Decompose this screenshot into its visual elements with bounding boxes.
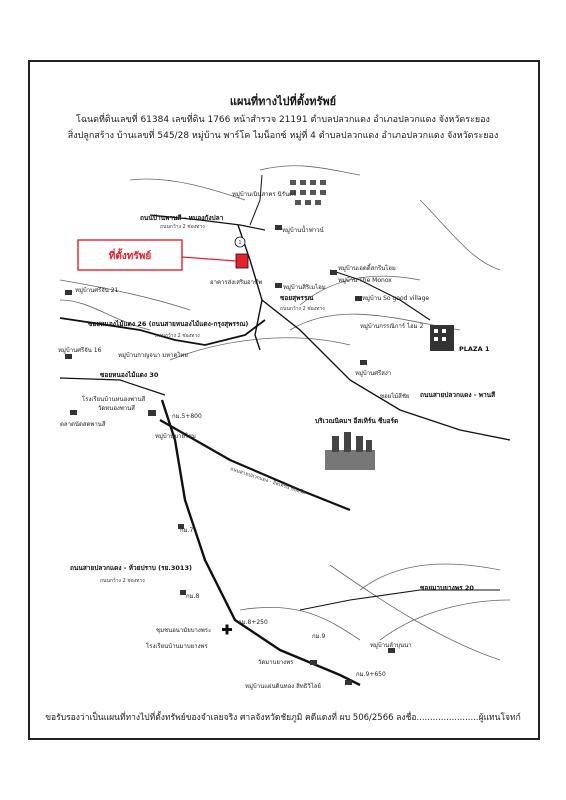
road-north	[249, 174, 263, 226]
label-km-9650: กม.9+650	[356, 671, 386, 678]
label-soi-nongmai: ซอยหนองไม้แดง 26 (ถนนสายหนองไม้แดง-กรุงส…	[88, 319, 248, 328]
label-rongrian: โรงเรียนบ้านหนองพานสี	[82, 395, 146, 403]
industrial-plant-icon	[325, 432, 375, 470]
property-leader	[181, 256, 237, 262]
marker-1	[234, 236, 246, 248]
road-nongmai	[59, 317, 266, 346]
road-phanasnikhom	[149, 214, 266, 231]
label-km-5800: กม.5+800	[172, 413, 202, 420]
label-kanjana: หมู่บ้านกาญจนา มหาดไทย	[118, 351, 188, 359]
label-wisdom: หมู่บ้านเอดดี้สกรีนไฮม	[338, 262, 396, 272]
label-soi-20: ซอยมาบยางพร 20	[420, 584, 474, 592]
label-industrial: บริเวณนิคมฯ อีสเทิร์น ซีบอร์ด	[315, 417, 398, 425]
road-soi30	[59, 377, 166, 396]
document-frame	[28, 60, 540, 740]
label-plaza: PLAZA 1	[459, 345, 490, 353]
label-km-7: กม.7	[180, 527, 193, 534]
label-soi-suphan: ซอยสุพรรณ	[280, 294, 313, 302]
terrain-lines	[59, 165, 511, 661]
label-noen-sakhon: หมู่บ้านเนินสาคร นิรันดร์	[232, 190, 297, 198]
label-wat: วัดหนองพานสี	[98, 404, 135, 412]
label-lanes-c: ถนนกว้าง 2 ช่องทาง	[155, 332, 200, 339]
village-grid-icon	[290, 180, 326, 205]
label-noen-krapao: หมู่บ้านน้ำฟาวน์	[282, 224, 324, 234]
plaza-building-icon	[430, 325, 454, 351]
house-icons	[65, 225, 395, 685]
label-road-3013: ถนนสายปลวกแดง - ห้วยปราบ (รย.3013)	[70, 563, 192, 572]
label-soi-30: ซอยหนองไม้แดง 30	[100, 370, 159, 379]
label-diag-road: ถนนสายปลวกแดง - อีสเทิร์น ซีบอร์ด	[229, 465, 306, 496]
roads	[59, 174, 511, 687]
label-siri-home: หมู่บ้านสิริเมไฮม	[283, 283, 326, 291]
road-soi20	[299, 589, 500, 611]
label-muban-nam: หมู่บ้านลำบุนนา	[370, 642, 412, 649]
label-lanes-b: ถนนกว้าง 2 ช่องทาง	[280, 305, 325, 312]
hospital-icon	[222, 624, 232, 635]
label-kannika: หมู่บ้านกรรณิการ์ ไฮม 2	[360, 322, 424, 330]
deed-info-line: โฉนดที่ดินเลขที่ 61384 เลขที่ดิน 1766 หน…	[76, 115, 490, 125]
label-km-9: กม.9	[312, 633, 325, 640]
label-km-8: กม.8	[186, 593, 199, 600]
road-plaza	[329, 269, 431, 321]
label-sri-chan: หมู่บ้านศรีจัน 21	[75, 286, 119, 294]
label-school2: โรงเรียนบ้านมาบยางพร	[146, 642, 208, 650]
label-wat2: วัดมาบยางพร	[258, 659, 294, 666]
label-market: ตลาดนัดสดพานสี	[60, 420, 106, 428]
label-sagarn: หมู่บ้านศรีสง่า	[355, 369, 391, 377]
label-muban-e: หมู่บ้านมายโฮม	[155, 432, 196, 440]
label-the-monox: หมู่บ้าน The Monox	[338, 277, 392, 284]
property-label-box	[77, 239, 183, 271]
label-ploy: หมู่บ้านแผ่นดินทอง สิทธิวิไลย์	[245, 682, 321, 690]
label-soi-9: ซอยไม้สีชัย	[380, 392, 409, 400]
certification-footer: ขอรับรองว่าเป็นแผนที่ทางไปที่ตั้งทรัพย์ข…	[45, 713, 521, 723]
label-km-8250: กม.8+250	[238, 619, 268, 626]
marker-1-label: 1	[238, 240, 241, 246]
label-clinic: ชุมชนอนามัยบางพระ	[156, 627, 211, 634]
road-diagonal	[159, 419, 351, 512]
label-lanes-d: ถนนกว้าง 2 ช่องทาง	[100, 577, 145, 584]
label-road-phanasnikhom: ถนนบ้านพานสี - หนองกังปลา	[140, 213, 224, 222]
label-road-east: ถนนสายปลวกแดง - พานสี	[420, 391, 495, 399]
map-title: แผนที่ทางไปที่ตั้งทรัพย์	[229, 95, 337, 108]
label-so-good: หมู่บ้าน So good village	[362, 295, 429, 302]
label-lanes-a: ถนนกว้าง 2 ช่องทาง	[160, 223, 205, 230]
road-east	[261, 299, 511, 441]
road-3013	[160, 399, 361, 687]
property-label: ที่ตั้งทรัพย์	[109, 248, 152, 262]
building-info-line: สิ่งปลูกสร้าง บ้านเลขที่ 545/28 หมู่บ้าน…	[67, 131, 499, 141]
property-marker	[235, 253, 249, 269]
label-sri-chan-16: หมู่บ้านศรีจัน 16	[58, 346, 102, 354]
label-asamcha: อาคารส่งเสริมอาชีพ	[210, 278, 262, 286]
